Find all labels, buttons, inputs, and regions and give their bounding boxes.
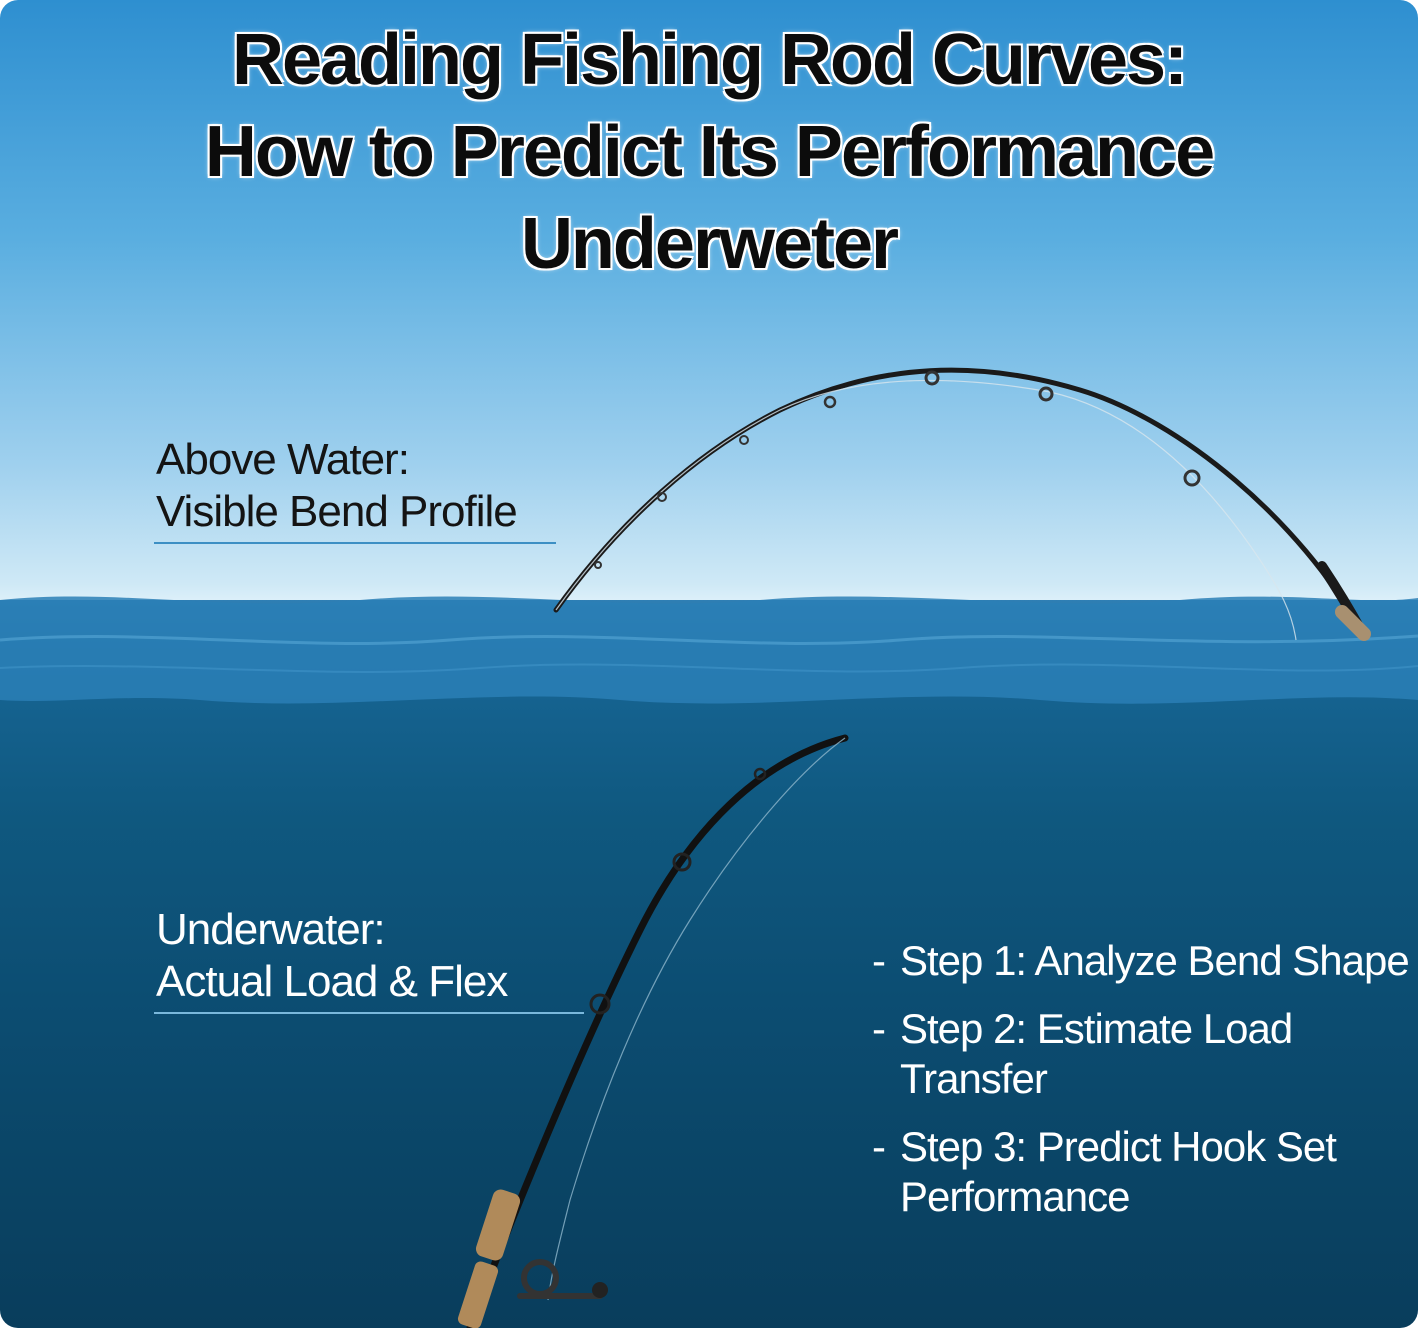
- step-item: - Step 2: Estimate Load Transfer: [872, 1004, 1409, 1104]
- title-line-1: Reading Fishing Rod Curves:: [231, 20, 1188, 100]
- above-water-underline: [154, 542, 556, 544]
- underwater-area: [0, 600, 1418, 1328]
- step-line-1: Step 3: Predict Hook Set: [900, 1123, 1337, 1170]
- step-line-1: Step 2: Estimate Load: [900, 1005, 1293, 1052]
- above-water-label-line-1: Above Water:: [156, 435, 410, 484]
- underwater-label-line-1: Underwater:: [156, 905, 386, 954]
- step-item: - Step 3: Predict Hook Set Performance: [872, 1122, 1409, 1222]
- title-line-2: How to Predict Its Performance: [204, 112, 1215, 192]
- underwater-label: Underwater: Actual Load & Flex: [156, 904, 508, 1008]
- water-ripple: [0, 634, 1418, 645]
- step-dash: -: [872, 937, 886, 984]
- water-surface: [0, 596, 1418, 704]
- page-title: Reading Fishing Rod Curves: How to Predi…: [0, 14, 1418, 290]
- above-water-rod: [553, 367, 1371, 641]
- above-water-label: Above Water: Visible Bend Profile: [156, 434, 518, 538]
- steps-list: - Step 1: Analyze Bend Shape - Step 2: E…: [872, 936, 1410, 1240]
- title-line-3: Underweter: [520, 204, 899, 284]
- underwater-label-line-2: Actual Load & Flex: [156, 957, 508, 1006]
- step-dash: -: [872, 1123, 886, 1170]
- step-line-2: Performance: [900, 1173, 1130, 1220]
- step-item: - Step 1: Analyze Bend Shape: [872, 936, 1410, 986]
- underwater-underline: [154, 1012, 584, 1014]
- underwater-rod: [457, 734, 849, 1328]
- step-line-1: Step 1: Analyze Bend Shape: [900, 937, 1410, 984]
- above-water-label-line-2: Visible Bend Profile: [156, 487, 518, 536]
- step-line-2: Transfer: [900, 1055, 1048, 1102]
- step-dash: -: [872, 1005, 886, 1052]
- water-ripple: [0, 663, 1418, 673]
